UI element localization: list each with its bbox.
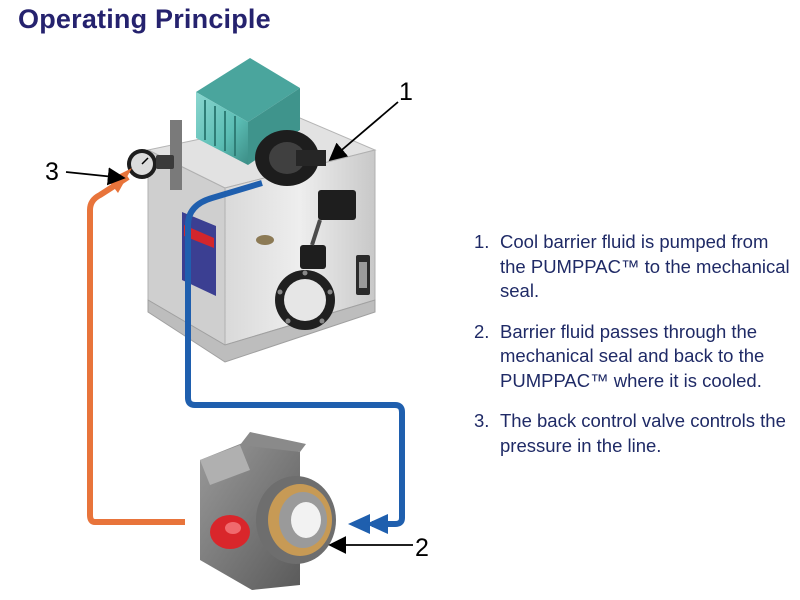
step-item: 3. The back control valve controls the p…: [474, 409, 794, 458]
callout-1: 1: [399, 78, 413, 106]
mechanical-seal-illustration: [200, 432, 336, 590]
step-item: 2. Barrier fluid passes through the mech…: [474, 320, 794, 394]
callout-1-arrow: [328, 101, 399, 162]
steps-list: 1. Cool barrier fluid is pumped from the…: [474, 230, 794, 474]
step-number: 1.: [474, 231, 490, 252]
step-number: 3.: [474, 410, 490, 431]
step-item: 1. Cool barrier fluid is pumped from the…: [474, 230, 794, 304]
supply-line-arrowhead-2: [366, 514, 388, 534]
supply-line: [185, 180, 405, 527]
callout-2: 2: [415, 534, 429, 562]
pressure-gauge-icon: [127, 149, 174, 179]
callout-3-arrow: [65, 167, 126, 186]
step-number: 2.: [474, 320, 490, 342]
pump-unit-illustration: [127, 58, 377, 363]
step-text: Cool barrier fluid is pumped from the PU…: [500, 231, 790, 301]
step-text: The back control valve controls the pres…: [500, 410, 786, 456]
motor: [196, 58, 300, 165]
supply-line-arrowhead-1: [348, 514, 370, 534]
step-text: Barrier fluid passes through the mechani…: [500, 320, 765, 391]
return-line: [87, 174, 185, 525]
callout-3: 3: [45, 158, 59, 186]
page-title: Operating Principle: [18, 4, 271, 34]
